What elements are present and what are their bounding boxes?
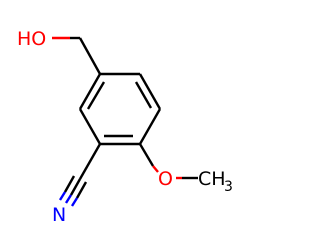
- bond-ring-cn: [78, 143, 102, 180]
- bond-ch2-ring: [78, 37, 102, 75]
- ring-inner-1: [134, 81, 153, 109]
- methyl-subscript: 3: [224, 179, 233, 195]
- ring-bond-5: [78, 108, 102, 145]
- bond-ring-o-red: [152, 165, 159, 173]
- structure-canvas: HO N O CH 3: [17, 28, 233, 226]
- nitrile-triple-1: [69, 178, 82, 196]
- nitrile-triple-3-blue: [58, 191, 67, 201]
- molecule-diagram: HO N O CH 3: [17, 28, 233, 226]
- methoxy-oxygen-label: O: [158, 168, 173, 190]
- ring-inner-3: [86, 81, 106, 110]
- nitrile-triple-2: [75, 181, 88, 199]
- nitrile-triple-3: [63, 175, 76, 193]
- nitrogen-label: N: [52, 204, 66, 226]
- nitrile-triple-2-blue: [70, 197, 79, 207]
- bond-ring-o: [138, 143, 155, 167]
- methyl-label: CH: [198, 168, 226, 190]
- nitrile-triple-1-blue: [64, 194, 73, 204]
- hydroxyl-label: HO: [17, 28, 46, 50]
- ring-bond-6: [78, 73, 102, 110]
- ring-bond-2: [138, 73, 162, 110]
- ring-bond-3: [138, 108, 162, 145]
